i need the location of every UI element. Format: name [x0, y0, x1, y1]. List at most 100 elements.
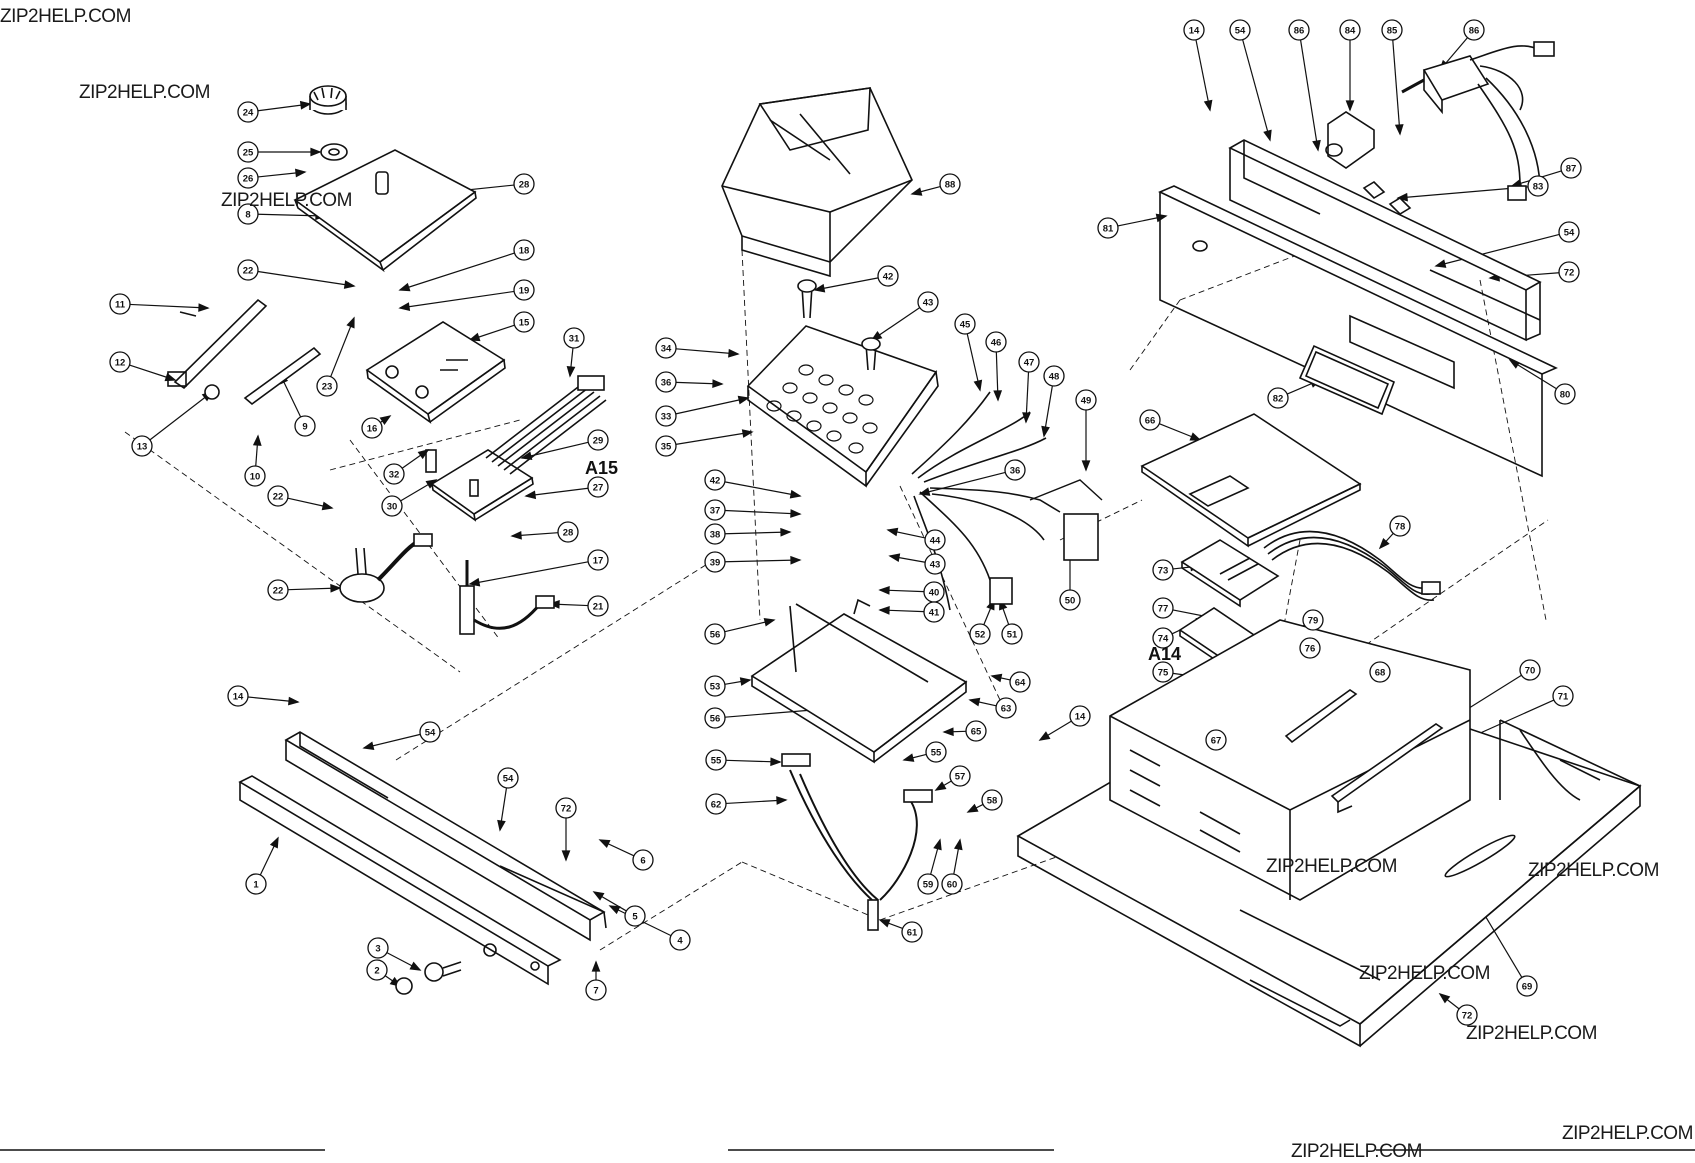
callout-number: 45 — [960, 320, 971, 331]
assembly-guide-line — [1129, 299, 1181, 371]
watermark-text: ZIP2HELP.COM — [79, 82, 210, 103]
callout-bubble: 22 — [237, 259, 259, 281]
leader-arrow — [1394, 124, 1404, 136]
callout-bubble: 14 — [1069, 705, 1091, 727]
leader-arrow — [299, 100, 312, 110]
leader-arrow — [1438, 992, 1451, 1004]
callout-number: 23 — [322, 382, 333, 393]
callout-number: 42 — [710, 476, 721, 487]
callout-bubble: 68 — [1369, 661, 1391, 683]
callout-number: 58 — [987, 796, 998, 807]
callout-bubble: 81 — [1097, 217, 1119, 239]
callout-bubble: 38 — [704, 523, 726, 545]
callout-bubble: 26 — [237, 167, 259, 189]
bracket-84 — [1325, 111, 1375, 169]
assembly-guide-line — [1479, 279, 1547, 621]
callout-bubble: 80 — [1554, 383, 1576, 405]
callout-number: 85 — [1387, 26, 1398, 37]
callout-bubble: 40 — [923, 581, 945, 603]
leader-arrow — [763, 617, 776, 627]
leader-arrow — [1081, 460, 1091, 472]
callout-number: 73 — [1158, 566, 1169, 577]
callout-number: 33 — [661, 412, 672, 423]
ribbon-cable-78 — [1263, 530, 1441, 601]
callout-bubble: 10 — [244, 465, 266, 487]
callout-number: 71 — [1558, 692, 1569, 703]
callout-number: 77 — [1158, 604, 1169, 615]
callout-number: 66 — [1145, 416, 1156, 427]
leader-arrow — [252, 434, 262, 446]
leader-line — [1195, 39, 1211, 111]
watermark-text: ZIP2HELP.COM — [1528, 860, 1659, 881]
callout-bubble: 46 — [985, 331, 1007, 353]
leader-arrow — [269, 836, 279, 849]
leader-arrow — [790, 509, 802, 518]
callout-number: 6 — [640, 856, 645, 867]
watermark-text: ZIP2HELP.COM — [1562, 1123, 1693, 1144]
callout-bubble: 12 — [109, 351, 131, 373]
ribbon-cable-31 — [485, 375, 607, 475]
leader-arrow — [321, 501, 334, 511]
callout-bubble: 65 — [965, 720, 987, 742]
leader-arrow — [1263, 129, 1272, 142]
callout-number: 16 — [367, 424, 378, 435]
callout-number: 27 — [593, 483, 604, 494]
callout-number: 10 — [250, 472, 261, 483]
callout-number: 39 — [710, 558, 721, 569]
leader-arrow — [1312, 139, 1321, 152]
watermark-text: ZIP2HELP.COM — [1359, 963, 1490, 984]
callout-bubble: 56 — [704, 623, 726, 645]
leader-arrow — [566, 365, 576, 378]
callout-number: 63 — [1001, 704, 1012, 715]
leader-line — [871, 307, 921, 341]
window-82 — [1298, 344, 1396, 416]
leader-line — [1242, 39, 1271, 141]
callout-number: 46 — [991, 338, 1002, 349]
leader-arrow — [468, 332, 481, 342]
callout-bubble: 44 — [924, 529, 946, 551]
leader-line — [675, 348, 739, 355]
callout-bubble: 75 — [1152, 661, 1174, 683]
callout-bubble: 13 — [131, 435, 153, 457]
callout-number: 5 — [632, 912, 638, 923]
callout-bubble: 78 — [1389, 515, 1411, 537]
callout-number: 75 — [1158, 668, 1169, 679]
leader-line — [1392, 39, 1401, 135]
callout-number: 21 — [593, 602, 604, 613]
callout-bubble: 33 — [655, 405, 677, 427]
assembly-guide-line — [395, 555, 721, 761]
callout-number: 13 — [137, 442, 148, 453]
callout-number: 62 — [711, 800, 722, 811]
callout-bubble: 14 — [1183, 19, 1205, 41]
callout-number: 29 — [593, 436, 604, 447]
callout-number: 17 — [593, 556, 604, 567]
callout-bubble: 86 — [1288, 19, 1310, 41]
leader-line — [814, 277, 879, 291]
callout-bubble: 71 — [1552, 685, 1574, 707]
leader-arrow — [362, 741, 375, 750]
callout-bubble: 53 — [704, 675, 726, 697]
callout-number: 36 — [661, 378, 672, 389]
callout-number: 22 — [243, 266, 254, 277]
callout-bubble: 51 — [1001, 623, 1023, 645]
callout-bubble: 3 — [367, 937, 389, 959]
leader-line — [1435, 233, 1560, 267]
board-label: A14 — [1148, 644, 1182, 664]
callout-number: 36 — [1010, 466, 1021, 477]
chassis-rail-67 — [1284, 689, 1444, 814]
callout-bubble: 6 — [632, 849, 654, 871]
callout-number: 67 — [1211, 736, 1222, 747]
callout-bubble: 35 — [655, 435, 677, 457]
leader-arrow — [330, 583, 342, 593]
leader-line — [724, 509, 801, 515]
leader-arrow — [164, 372, 177, 382]
leader-arrow — [1189, 432, 1202, 441]
callout-bubble: 54 — [1558, 221, 1580, 243]
callout-bubble: 59 — [917, 873, 939, 895]
callout-bubble: 66 — [1139, 409, 1161, 431]
callout-number: 22 — [273, 586, 284, 597]
callout-number: 72 — [561, 804, 572, 815]
leader-arrow — [910, 187, 923, 196]
callout-number: 11 — [115, 300, 126, 311]
callout-bubble: 70 — [1519, 659, 1541, 681]
